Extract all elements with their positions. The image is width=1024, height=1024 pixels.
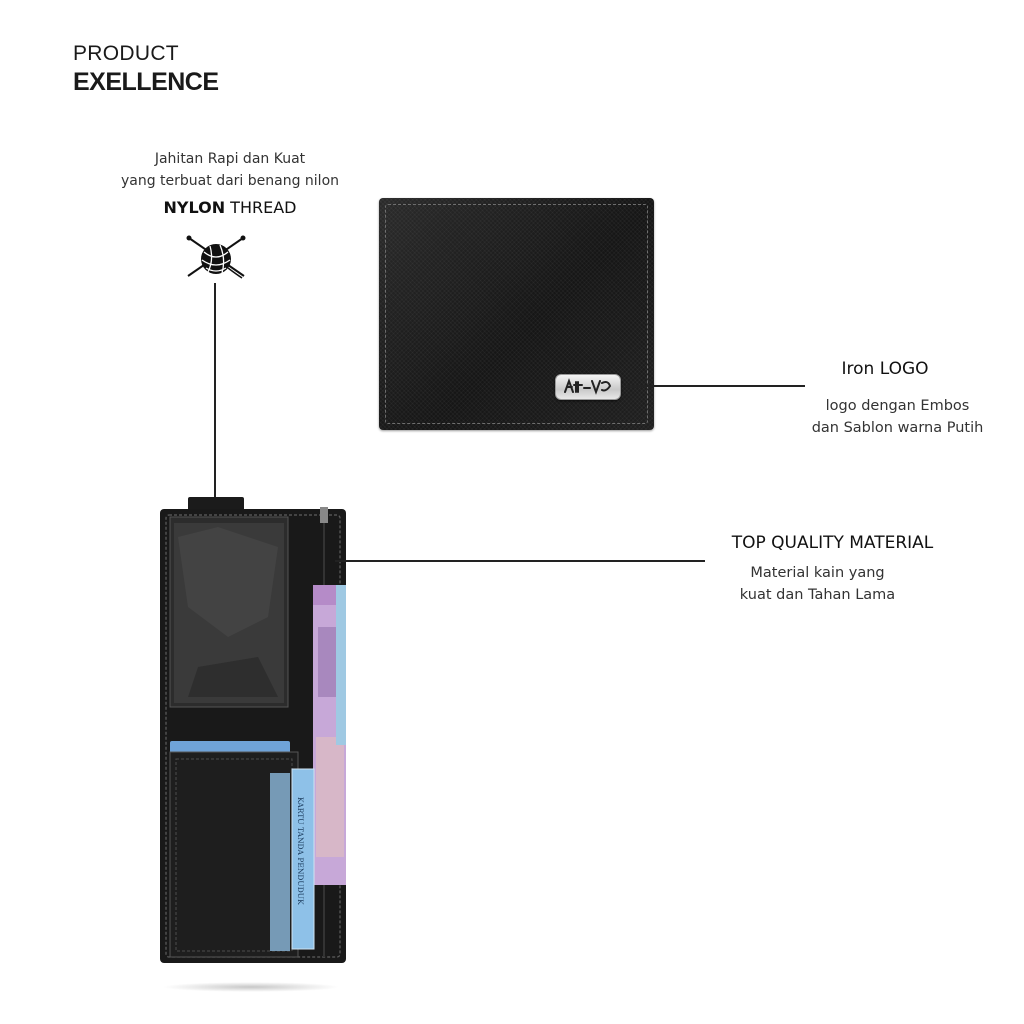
wallet-closed-image: [379, 198, 654, 430]
wallet-open-image: KARTU TANDA PENDUDUK: [160, 497, 346, 963]
nylon-desc-line1: Jahitan Rapi dan Kuat: [154, 151, 306, 167]
wallet-shadow: [162, 982, 340, 992]
header-product: PRODUCT: [73, 42, 179, 65]
iron-logo-plate: [555, 374, 621, 400]
top-title-rest: QUALITY MATERIAL: [765, 533, 934, 553]
top-desc-line2: kuat dan Tahan Lama: [739, 587, 896, 603]
iron-title-rest: LOGO: [874, 359, 929, 379]
nylon-title-rest: THREAD: [225, 198, 297, 217]
nylon-connector-line: [214, 283, 216, 497]
top-title-bold: TOP: [731, 533, 766, 553]
nylon-description: Jahitan Rapi dan Kuat yang terbuat dari …: [80, 148, 380, 192]
header-excellence: EXELLENCE: [73, 68, 219, 96]
iron-desc-line2: dan Sablon warna Putih: [811, 420, 984, 436]
iron-logo-connector-line: [625, 385, 805, 387]
ktp-card-text: KARTU TANDA PENDUDUK: [296, 797, 305, 905]
iron-title-bold: Iron: [841, 359, 875, 379]
nylon-desc-line2: yang terbuat dari benang nilon: [120, 173, 340, 189]
nylon-title: NYLON THREAD: [80, 198, 380, 217]
top-quality-title: TOP QUALITY MATERIAL: [700, 533, 965, 553]
iron-logo-title: Iron LOGO: [770, 359, 1000, 379]
top-quality-description: Material kain yang kuat dan Tahan Lama: [690, 562, 945, 606]
yarn-ball-icon: [186, 235, 246, 279]
iron-logo-description: logo dengan Embos dan Sablon warna Putih: [775, 395, 1020, 439]
top-quality-connector-line: [335, 560, 705, 562]
iron-desc-line1: logo dengan Embos: [825, 398, 970, 414]
iron-logo-mark-icon: [564, 378, 612, 395]
top-desc-line1: Material kain yang: [750, 565, 885, 581]
nylon-title-bold: NYLON: [163, 198, 226, 217]
